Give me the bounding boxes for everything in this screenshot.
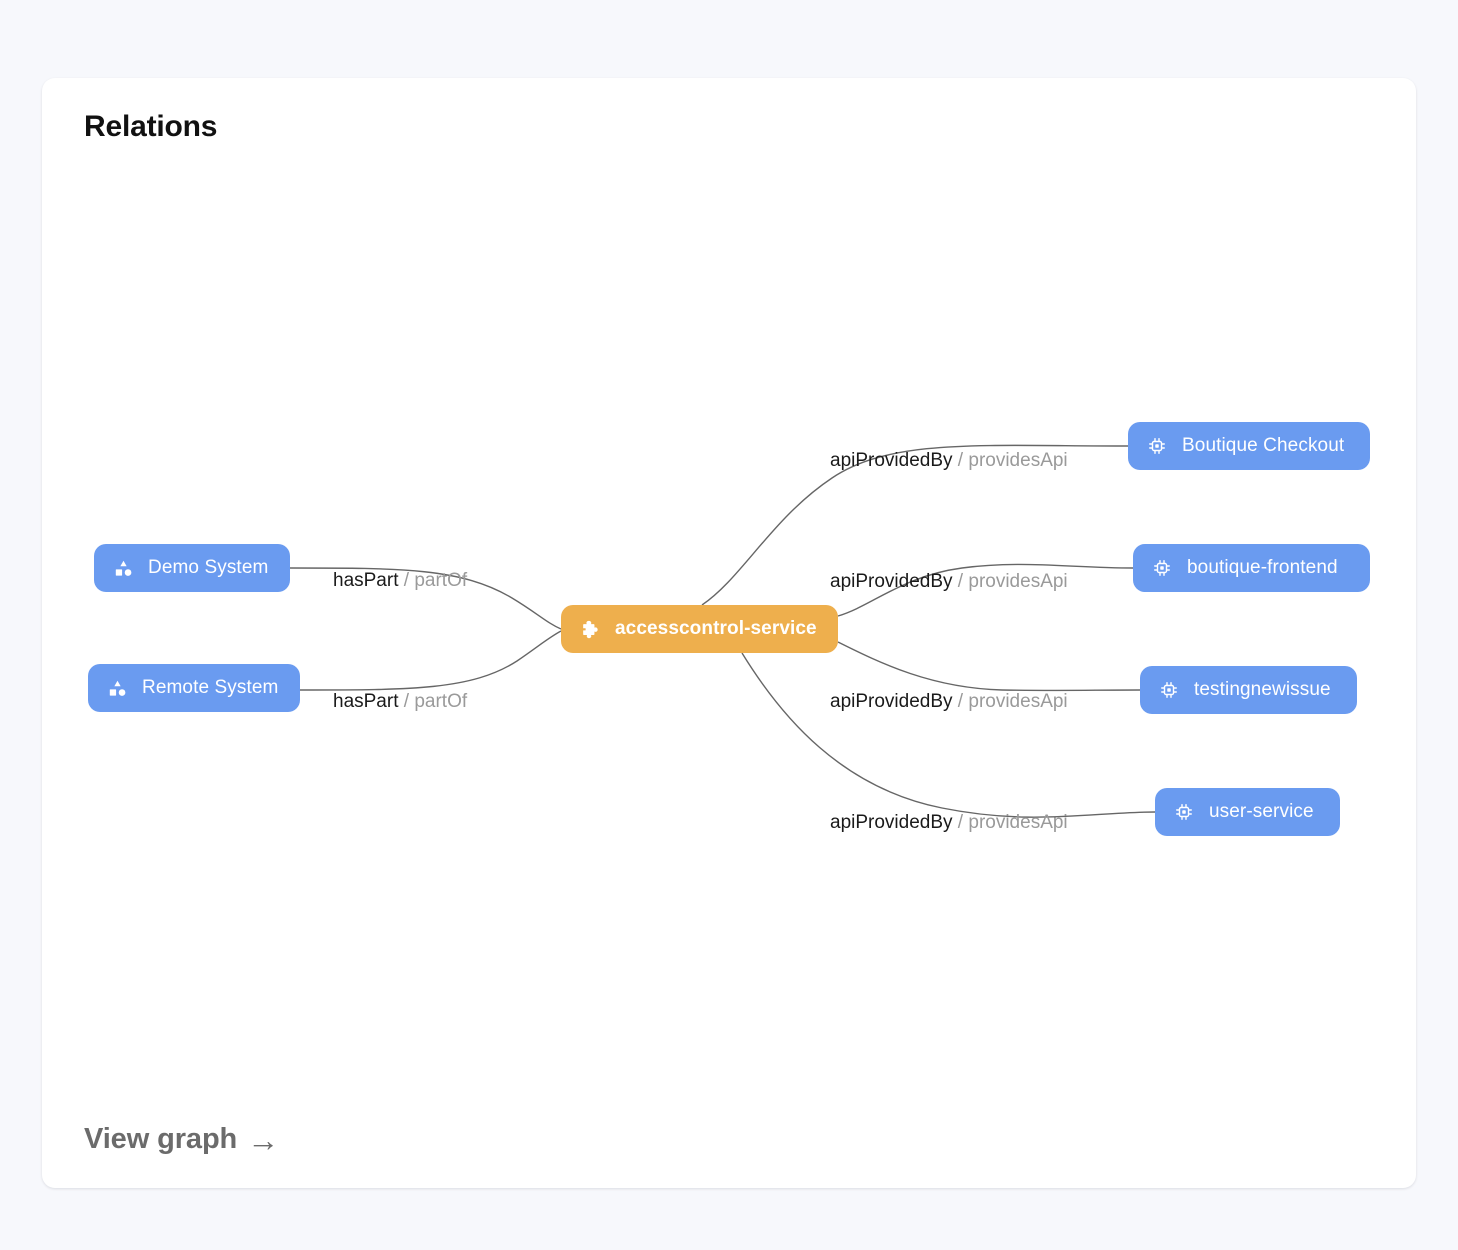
edge-relation-separator: / bbox=[952, 571, 969, 592]
edge-relation-forward: apiProvidedBy bbox=[830, 571, 953, 592]
edge-relation-reverse: providesApi bbox=[968, 691, 1068, 712]
edge-relation-forward: apiProvidedBy bbox=[830, 691, 953, 712]
graph-edge bbox=[299, 630, 562, 691]
view-graph-link[interactable]: View graph → bbox=[84, 1123, 279, 1156]
graph-node-accesscontrol-service[interactable]: accesscontrol-service bbox=[561, 605, 838, 653]
shapes-icon bbox=[106, 677, 128, 699]
page-title: Relations bbox=[84, 110, 218, 143]
graph-edge bbox=[289, 567, 562, 630]
shapes-icon bbox=[112, 557, 134, 579]
edge-relation-separator: / bbox=[952, 812, 969, 833]
graph-edge bbox=[741, 652, 1156, 818]
graph-node-label: Boutique Checkout bbox=[1182, 435, 1345, 456]
edge-relation-reverse: providesApi bbox=[968, 450, 1068, 471]
graph-node-label: boutique-frontend bbox=[1187, 557, 1338, 578]
view-graph-label: View graph bbox=[84, 1123, 238, 1155]
cpu-chip-icon bbox=[1151, 557, 1173, 579]
edge-relation-reverse: partOf bbox=[414, 691, 468, 712]
edge-relation-forward: hasPart bbox=[333, 570, 399, 591]
edge-relation-separator: / bbox=[398, 570, 415, 591]
edge-label: hasPart / partOf bbox=[333, 570, 467, 592]
edge-label: hasPart / partOf bbox=[333, 691, 467, 713]
edge-relation-forward: apiProvidedBy bbox=[830, 812, 953, 833]
edge-label: apiProvidedBy / providesApi bbox=[830, 571, 1068, 593]
edge-relation-forward: hasPart bbox=[333, 691, 399, 712]
graph-node-label: user-service bbox=[1209, 801, 1314, 822]
graph-node-testingnewissue[interactable]: testingnewissue bbox=[1140, 666, 1357, 714]
cpu-chip-icon bbox=[1146, 435, 1168, 457]
edge-label: apiProvidedBy / providesApi bbox=[830, 812, 1068, 834]
edge-relation-separator: / bbox=[952, 450, 969, 471]
graph-node-boutique-checkout[interactable]: Boutique Checkout bbox=[1128, 422, 1370, 470]
edge-relation-reverse: providesApi bbox=[968, 571, 1068, 592]
graph-node-label: accesscontrol-service bbox=[615, 618, 817, 639]
cpu-chip-icon bbox=[1158, 679, 1180, 701]
graph-node-label: Remote System bbox=[142, 677, 279, 698]
cpu-chip-icon bbox=[1173, 801, 1195, 823]
graph-edge bbox=[701, 444, 1129, 606]
graph-node-label: Demo System bbox=[148, 557, 269, 578]
graph-node-remote-system[interactable]: Remote System bbox=[88, 664, 300, 712]
edge-label: apiProvidedBy / providesApi bbox=[830, 450, 1068, 472]
edge-relation-reverse: partOf bbox=[414, 570, 468, 591]
edge-relation-separator: / bbox=[398, 691, 415, 712]
edge-relation-reverse: providesApi bbox=[968, 812, 1068, 833]
graph-edge bbox=[837, 563, 1134, 617]
edge-relation-forward: apiProvidedBy bbox=[830, 450, 953, 471]
graph-node-label: testingnewissue bbox=[1194, 679, 1331, 700]
edge-relation-separator: / bbox=[952, 691, 969, 712]
graph-node-user-service[interactable]: user-service bbox=[1155, 788, 1340, 836]
graph-edge bbox=[837, 641, 1141, 692]
graph-node-demo-system[interactable]: Demo System bbox=[94, 544, 290, 592]
graph-node-boutique-frontend[interactable]: boutique-frontend bbox=[1133, 544, 1370, 592]
puzzle-piece-icon bbox=[579, 618, 601, 640]
arrow-right-icon: → bbox=[247, 1121, 280, 1158]
edge-label: apiProvidedBy / providesApi bbox=[830, 691, 1068, 713]
